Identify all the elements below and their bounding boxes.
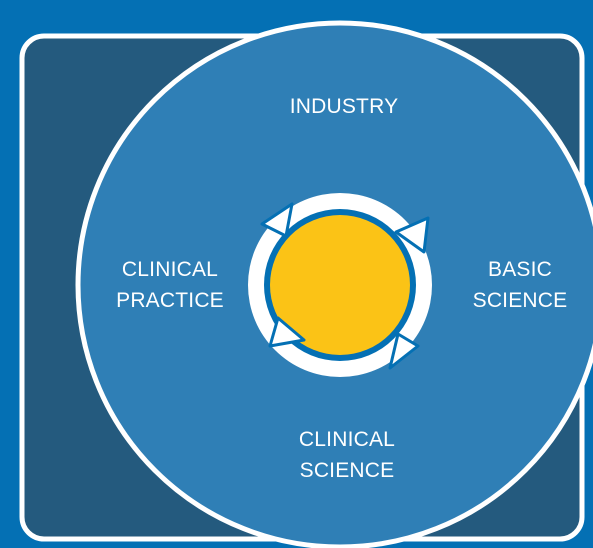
arrow-bottom-right: [388, 332, 420, 370]
arrow-top-right: [394, 216, 430, 254]
arrow-top-left: [260, 202, 294, 238]
yellow-core: [270, 215, 410, 355]
label-industry: INDUSTRY: [290, 95, 399, 118]
label-clinical-science-line1: CLINICAL: [299, 428, 395, 451]
label-clinical-practice-line2: PRACTICE: [116, 289, 224, 312]
label-clinical-science-line2: SCIENCE: [300, 459, 395, 482]
label-basic-science-line2: SCIENCE: [473, 289, 568, 312]
circular-arrows-icon: [260, 202, 430, 370]
arrow-bottom-left: [268, 316, 306, 348]
label-clinical-practice-line1: CLINICAL: [122, 258, 218, 281]
label-basic-science-line1: BASIC: [488, 258, 552, 281]
